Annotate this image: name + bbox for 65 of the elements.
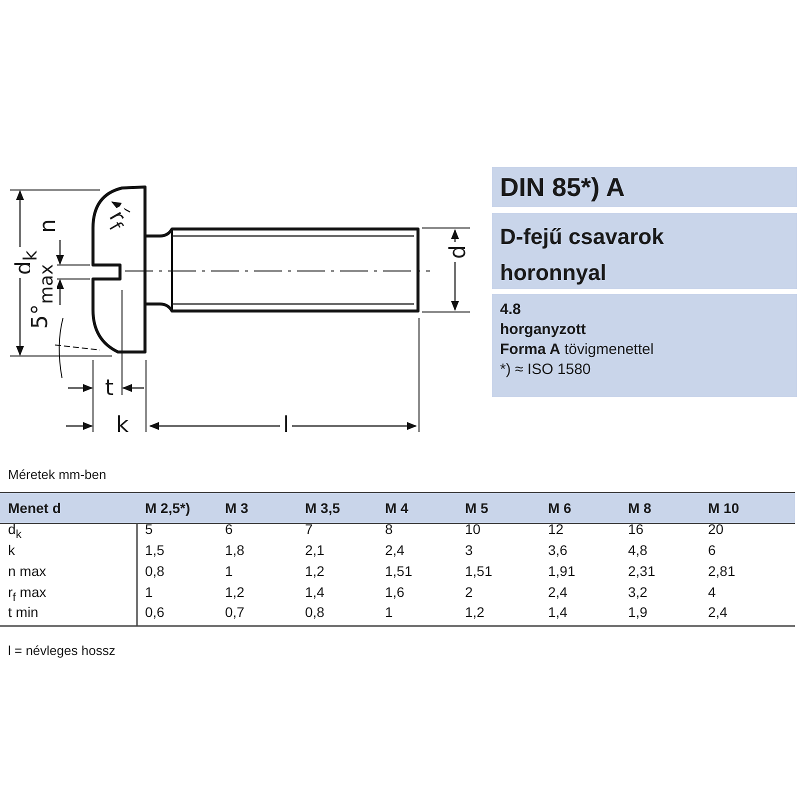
spec-text: horganyzott (500, 320, 587, 340)
column-header: M 4 (385, 499, 408, 518)
table-cell: 16 (628, 520, 644, 538)
standard-panel (492, 167, 797, 207)
table-cell: 2,31 (628, 562, 656, 580)
table-cell: 1,8 (225, 541, 244, 559)
table-cell: 12 (548, 520, 564, 538)
table-cell: t min (8, 603, 38, 621)
spec-text: Forma A tövigmenettel (500, 340, 655, 360)
table-cell: 6 (708, 541, 716, 559)
table-cell: 2,4 (708, 603, 728, 621)
table-cell: 0,8 (305, 603, 324, 621)
table-cell: 2 (465, 583, 473, 601)
note-text: l = névleges hossz (8, 642, 116, 660)
table-cell-text: r$_{f}$ max (8, 583, 46, 606)
table-cell: 1,51 (465, 562, 492, 580)
table-cell: 0,6 (145, 603, 164, 621)
column-header: M 3 (225, 499, 248, 518)
product-title: D-fejű csavarok horonnyal (500, 223, 665, 287)
table-cell: 4,8 (628, 541, 648, 559)
table-cell: 2,81 (708, 562, 736, 580)
spec-text: *) ≈ ISO 1580 (500, 360, 592, 380)
table-cell: 1,4 (548, 603, 568, 621)
spec-panel (492, 294, 797, 397)
column-header: M 5 (465, 499, 488, 518)
table-cell: 5 (145, 520, 153, 538)
column-header: Menet d (8, 499, 61, 518)
table-cell: 2,4 (548, 583, 568, 601)
table-cell: 0,8 (145, 562, 164, 580)
table-cell: 20 (708, 520, 724, 538)
table-cell: 2,4 (385, 541, 404, 559)
table-cell: 1,4 (305, 583, 324, 601)
table-cell: 0,7 (225, 603, 244, 621)
table-cell: 1,9 (628, 603, 648, 621)
table-cell: 1 (225, 562, 233, 580)
table-cell: 1,51 (385, 562, 412, 580)
column-header: M 3,5 (305, 499, 340, 518)
table-cell: 6 (225, 520, 233, 538)
table-cell: 1,6 (385, 583, 404, 601)
note-text: Méretek mm-ben (8, 466, 106, 484)
table-cell: 2,1 (305, 541, 324, 559)
table-cell: 3 (465, 541, 473, 559)
table-cell: 8 (385, 520, 393, 538)
table-cell: 7 (305, 520, 313, 538)
table-cell: 1 (145, 583, 153, 601)
table-cell-text: d$_{k}$ (8, 520, 22, 543)
table-cell: 1,5 (145, 541, 164, 559)
table-cell: 3,6 (548, 541, 568, 559)
table-cell: n max (8, 562, 46, 580)
standard-title: DIN 85*) A (500, 173, 626, 201)
table-cell: 4 (708, 583, 716, 601)
column-header: M 6 (548, 499, 572, 518)
table-cell: 1,91 (548, 562, 576, 580)
spec-text: 4.8 (500, 300, 522, 320)
column-header: M 8 (628, 499, 652, 518)
table-cell: 10 (465, 520, 481, 538)
title-panel (492, 213, 797, 289)
table-cell: 1,2 (225, 583, 244, 601)
column-header: M 10 (708, 499, 740, 518)
table-cell: 1,2 (305, 562, 324, 580)
column-header: M 2,5*) (145, 499, 190, 518)
table-cell: k (8, 541, 15, 559)
table-cell: 3,2 (628, 583, 648, 601)
table-cell: 1 (385, 603, 393, 621)
table-cell: 1,2 (465, 603, 484, 621)
